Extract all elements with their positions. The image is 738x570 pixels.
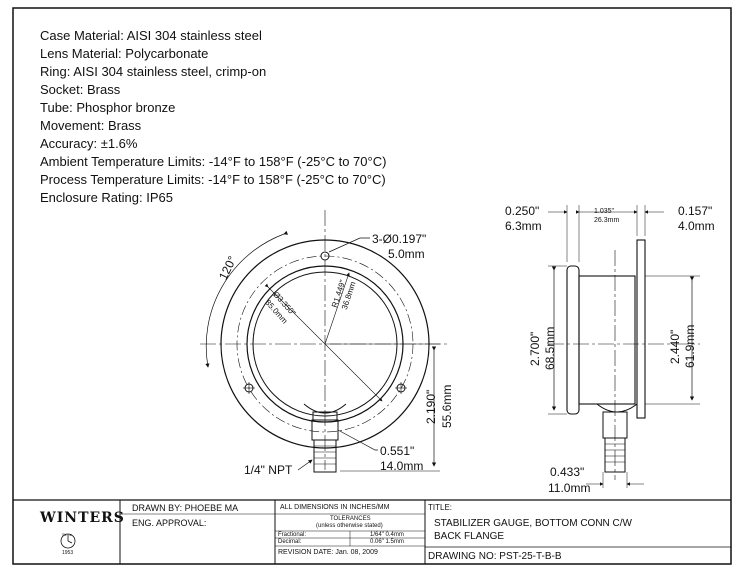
spec-row: Enclosure Rating: IP65 [40, 190, 173, 206]
lip-mm-label: 4.0mm [678, 219, 715, 233]
title-label: TITLE: [428, 503, 453, 512]
spec-label: Accuracy: [40, 136, 98, 151]
fractional-value: 1/64" 0.4mm [370, 532, 404, 538]
spec-label: Enclosure Rating: [40, 190, 143, 205]
title-line-1: STABILIZER GAUGE, BOTTOM CONN C/W [434, 518, 632, 529]
spec-row: Ring: AISI 304 stainless steel, crimp-on [40, 64, 266, 80]
drawing-number: DRAWING NO: PST-25-T-B-B [428, 551, 562, 562]
spec-label: Ring: [40, 64, 71, 79]
tolerances-heading: TOLERANCES [330, 516, 371, 522]
tolerances-note: (unless otherwise stated) [316, 523, 383, 529]
depth-mm-label: 26.3mm [594, 217, 620, 224]
spec-value: -14°F to 158°F (-25°C to 70°C) [208, 154, 387, 169]
thread-label: 1/4" NPT [244, 463, 293, 477]
spec-row: Accuracy: ±1.6% [40, 136, 137, 152]
lip-label: 0.157" [678, 204, 713, 218]
sheet-border [12, 7, 732, 565]
logo-year: 1953 [62, 550, 74, 556]
front-view [200, 210, 450, 473]
spec-value: ±1.6% [100, 136, 138, 151]
dimensions-note: ALL DIMENSIONS IN INCHES/MM [280, 504, 390, 511]
depth-label: 1.035" [594, 208, 615, 215]
spec-label: Ambient Temperature Limits: [40, 154, 206, 169]
spec-row: Lens Material: Polycarbonate [40, 46, 208, 62]
side-view [548, 205, 700, 488]
spec-value: AISI 304 stainless steel [126, 28, 262, 43]
case-height-mm-label: 61.9mm [683, 324, 697, 368]
logo-since: Since [62, 532, 73, 537]
spec-label: Lens Material: [40, 46, 122, 61]
drawn-by: DRAWN BY: PHOEBE MA [132, 503, 239, 513]
spec-value: -14°F to 158°F (-25°C to 70°C) [208, 172, 386, 187]
spec-row: Process Temperature Limits: -14°F to 158… [40, 172, 386, 188]
spec-label: Case Material: [40, 28, 124, 43]
fractional-label: Fractional: [278, 532, 307, 538]
decimal-value: 0.06" 1.5mm [370, 539, 404, 545]
spec-label: Tube: [40, 100, 73, 115]
height-label: 2.190" [424, 389, 438, 424]
spec-value: AISI 304 stainless steel, crimp-on [73, 64, 267, 79]
spec-row: Tube: Phosphor bronze [40, 100, 175, 116]
spec-value: Polycarbonate [125, 46, 209, 61]
bolt-hole-top [320, 251, 330, 261]
title-block-grid [13, 499, 731, 564]
case-height-label: 2.440" [668, 329, 682, 364]
title-line-2: BACK FLANGE [434, 531, 505, 542]
spec-value: IP65 [146, 190, 173, 205]
total-height-mm-label: 68.5mm [543, 326, 557, 370]
holes-label: 3-Ø0.197" [372, 232, 427, 246]
flange-mm-label: 6.3mm [505, 219, 542, 233]
hex-label: 0.551" [380, 444, 415, 458]
height-mm-label: 55.6mm [440, 384, 454, 428]
spec-value: Brass [107, 118, 142, 133]
revision-date: REVISION DATE: Jan. 08, 2009 [278, 549, 378, 556]
spec-row: Movement: Brass [40, 118, 141, 134]
socket-thread [313, 440, 337, 473]
spec-value: Brass [86, 82, 121, 97]
eng-approval: ENG. APPROVAL: [132, 518, 207, 528]
spec-row: Socket: Brass [40, 82, 120, 98]
hex-mm-label: 14.0mm [380, 459, 424, 473]
spec-label: Movement: [40, 118, 105, 133]
spec-label: Socket: [40, 82, 84, 97]
flange-label: 0.250" [505, 204, 540, 218]
holes-mm-label: 5.0mm [388, 247, 425, 261]
spec-row: Case Material: AISI 304 stainless steel [40, 28, 262, 44]
stem-mm-label: 11.0mm [548, 481, 591, 495]
total-height-label: 2.700" [528, 331, 542, 366]
spec-label: Process Temperature Limits: [40, 172, 205, 187]
stem-label: 0.433" [550, 465, 585, 479]
spec-value: Phosphor bronze [76, 100, 176, 115]
company-logo: WINTERS [40, 510, 125, 526]
spec-row: Ambient Temperature Limits: -14°F to 158… [40, 154, 386, 170]
decimal-label: Decimal: [278, 539, 302, 545]
